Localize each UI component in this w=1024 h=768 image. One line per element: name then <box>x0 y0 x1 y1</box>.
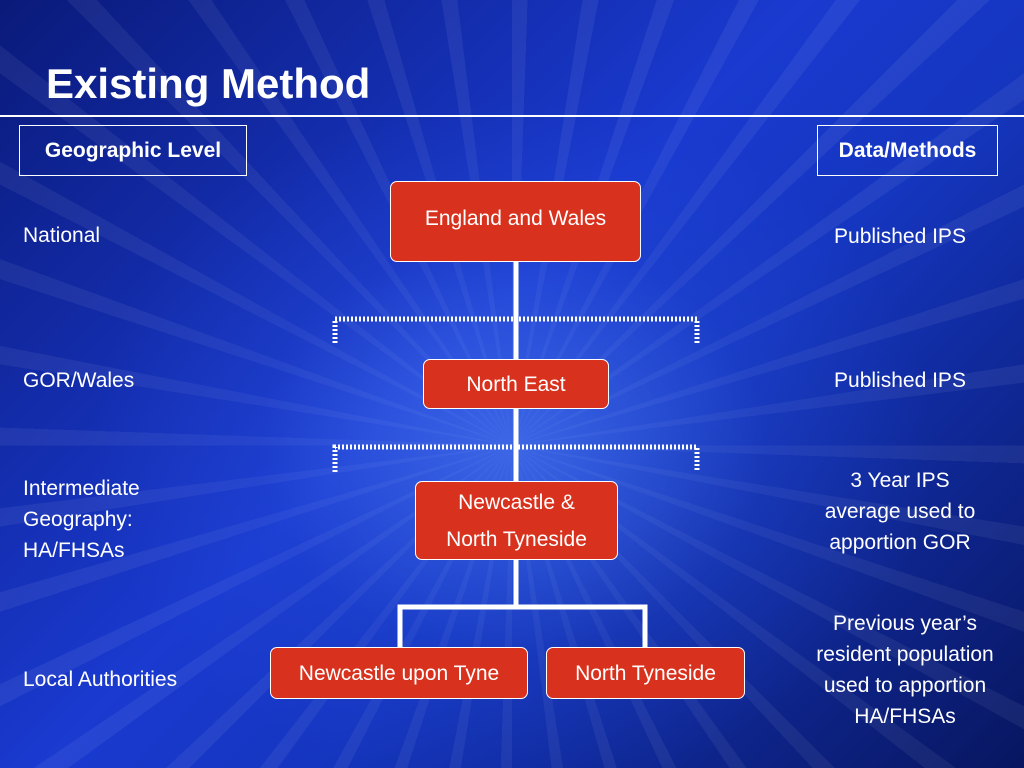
geo-label-national: National <box>23 224 101 247</box>
node-north-tyneside: North Tyneside <box>546 647 745 699</box>
slide-title: Existing Method <box>46 60 371 107</box>
method-local-authorities: Previous year’s resident population used… <box>816 612 994 728</box>
title-divider <box>0 115 1024 117</box>
geo-label-local-authorities: Local Authorities <box>23 668 178 691</box>
node-newcastle-north-tyneside: Newcastle & North Tyneside <box>415 481 618 560</box>
node-north-east: North East <box>423 359 609 409</box>
method-national: Published IPS <box>834 225 966 248</box>
method-gor-wales: Published IPS <box>834 369 966 392</box>
bracket-lower <box>332 444 700 472</box>
geo-label-gor-wales: GOR/Wales <box>23 369 135 392</box>
node-newcastle-upon-tyne: Newcastle upon Tyne <box>270 647 528 699</box>
method-intermediate: 3 Year IPS average used to apportion GOR <box>824 469 976 554</box>
bracket-upper <box>332 316 700 343</box>
geographic-level-header: Geographic Level <box>19 125 247 176</box>
data-methods-header: Data/Methods <box>817 125 998 176</box>
geo-label-intermediate: Intermediate Geography: HA/FHSAs <box>23 477 140 562</box>
node-england-and-wales: England and Wales <box>390 181 641 262</box>
connector-branch <box>397 604 648 648</box>
